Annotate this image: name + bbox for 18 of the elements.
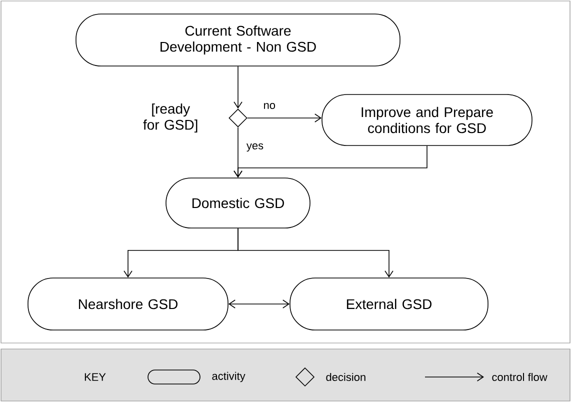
- arrow: [234, 66, 242, 109]
- activity-box: Current Software Development - Non GSD: [76, 14, 400, 66]
- legend-text: decision: [326, 372, 366, 382]
- decision-diamond: [228, 108, 248, 128]
- legend-text: control flow: [492, 372, 548, 382]
- edge-label: yes: [246, 143, 264, 152]
- guard-label: [ready for GSD]: [143, 103, 198, 133]
- edge-label: no: [264, 103, 276, 110]
- arrow: [247, 114, 322, 122]
- key-label: KEY: [84, 373, 106, 381]
- activity-box: External GSD: [290, 278, 488, 330]
- activity-box: Improve and Prepare conditions for GSD: [322, 94, 532, 146]
- arrow: [228, 300, 290, 308]
- arrow: [238, 228, 394, 278]
- arrow: [234, 146, 428, 178]
- activity-box: Nearshore GSD: [28, 278, 228, 330]
- activity-box: Domestic GSD: [166, 178, 310, 228]
- legend-text: activity: [212, 372, 246, 382]
